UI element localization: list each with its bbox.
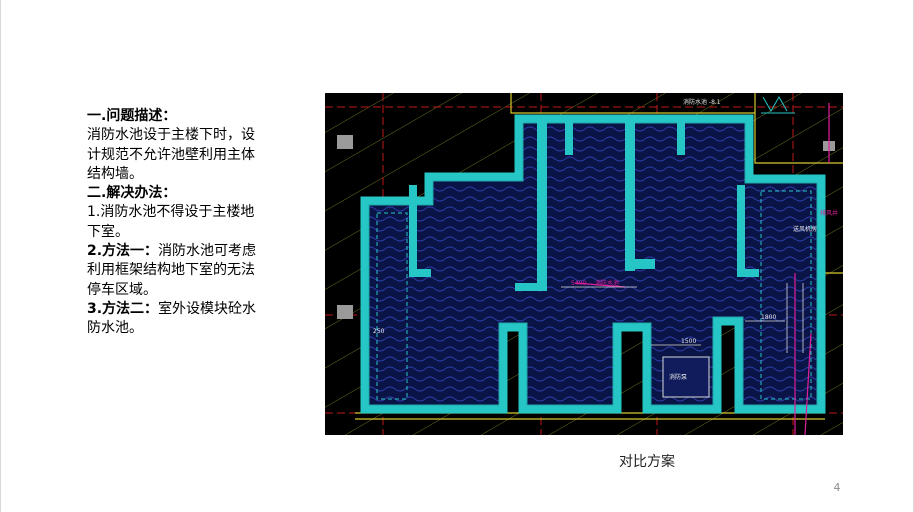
solution-item-2-label: 2.方法一： — [87, 243, 159, 260]
cad-drawing: 消防水池 -8.1 排风井 送风机房 消防水池 消防泵 5400 1800 15… — [325, 93, 843, 435]
dimension-lines — [561, 283, 804, 353]
pump-room — [662, 356, 710, 398]
figure-caption: 对比方案 — [619, 454, 675, 470]
label-dim-1800: 1800 — [761, 314, 776, 321]
heading-problem: 一.问题描述： — [87, 108, 177, 124]
solution-item-2-text: 消防水池可考虑利用框架结构地下室的无法停车区域。 — [87, 243, 257, 298]
inner-guides — [376, 190, 812, 400]
label-pump: 消防泵 — [669, 373, 687, 381]
solution-item-2: 2.方法一：消防水池可考虑利用框架结构地下室的无法停车区域。 — [87, 242, 267, 300]
accent-lines — [574, 103, 830, 435]
solution-item-1: 1.消防水池不得设于主楼地下室。 — [87, 204, 255, 240]
pool-water — [368, 122, 818, 406]
solution-item-3-label: 3.方法二： — [87, 300, 159, 317]
problem-description: 消防水池设于主楼下时，设计规范不允许池壁利用主体结构墙。 — [87, 127, 255, 182]
label-dim-1500: 1500 — [681, 338, 696, 345]
partition-walls — [409, 115, 759, 291]
label-exhaust-shaft: 排风井 — [820, 209, 838, 217]
cad-drawing-svg: 消防水池 -8.1 排风井 送风机房 消防水池 消防泵 5400 1800 15… — [325, 93, 843, 435]
page-number: 4 — [833, 481, 841, 494]
slide-text-block: 一.问题描述： 消防水池设于主楼下时，设计规范不允许池壁利用主体结构墙。 二.解… — [87, 107, 267, 339]
stair-symbol — [761, 95, 795, 114]
label-wall-250: 250 — [373, 328, 385, 335]
heading-solution: 二.解决办法： — [87, 185, 177, 202]
label-dim-5400: 5400 — [571, 280, 586, 287]
label-top: 消防水池 -8.1 — [683, 98, 721, 106]
label-center: 消防水池 — [595, 279, 619, 287]
solution-item-3-text: 室外设模块砼水防水池。 — [87, 300, 257, 337]
solution-item-3: 3.方法二：室外设模块砼水防水池。 — [87, 300, 267, 339]
label-fan-room: 送风机房 — [793, 225, 817, 233]
